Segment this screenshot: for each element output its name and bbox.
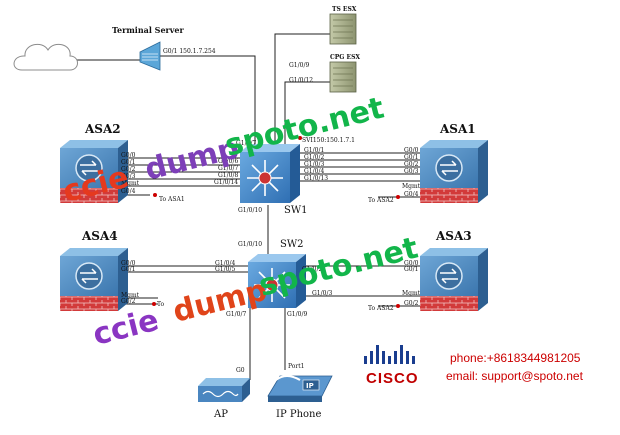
asa2-port-6: G0/4 [121,188,136,195]
sw2-right-port-2: G1/0/3 [312,290,332,297]
sw1-right-port-3: G1/0/3 [304,161,324,168]
ip-phone-icon: IP [267,375,333,402]
asa4-icon [60,248,128,311]
sw1-port-g1012: G1/0/12 [289,77,313,84]
ip-phone-port: Port1 [288,363,305,370]
asa4-port-4: G0/2 [121,298,136,305]
asa1-icon [420,140,488,203]
asa1-port-6: G0/4 [404,191,419,198]
asa3-port-1: G0/0 [404,260,419,267]
terminal-server-port: G0/1 150.1.7.254 [163,48,216,55]
sw1-right-port-5: G1/0/13 [304,175,328,182]
asa3-port-2: G0/1 [404,266,418,273]
asa3-to-asa2: To ASA2 [368,305,394,312]
cisco-logo-text: CISCO [366,370,419,387]
sw1-left-port-2: G1/0/7 [218,165,238,172]
cisco-logo: CISCO [364,345,419,387]
sw2-phone-port: G1/0/9 [287,311,307,318]
sw2-left-port-2: G1/0/5 [215,266,235,273]
sw1-right-port-1: G1/0/1 [304,147,324,154]
sw2-right-port-1: G1/0/2 [302,266,322,273]
links [75,33,420,380]
svi-dot [298,136,302,140]
watermark-dump-2: dump [169,273,270,330]
asa2-port-5: Mgmt [121,180,140,187]
sw1-left-port-3: G1/0/8 [218,172,238,179]
cpg-esx-icon [329,61,357,93]
ts-esx-icon [329,13,357,45]
asa3-icon [420,248,488,311]
link-ts-sw1 [160,55,256,148]
sw1-right-port-4: G1/0/4 [304,168,324,175]
asa2-name: ASA2 [84,122,121,136]
ap-name: AP [213,409,228,420]
ts-esx-name: TS ESX [332,6,357,13]
link-sw1-cpg-esx [284,81,330,148]
asa2-port-1: G0/0 [121,152,136,159]
asa1-to-asa2-dot [396,195,400,199]
sw1-port-g109: G1/0/9 [289,62,309,69]
asa1-port-5: Mgmt [402,183,421,190]
asa4-port-1: G0/0 [121,260,136,267]
svg-text:IP: IP [306,382,314,390]
ap-port: G0 [236,367,245,374]
sw2-port-top: G1/0/10 [238,241,262,248]
link-sw1-ts-esx [274,33,330,148]
terminal-server-icon [139,41,161,71]
asa3-port-4: G0/2 [404,300,419,307]
sw1-name: SW1 [284,205,308,216]
contact-email: email: support@spoto.net [446,369,584,383]
asa4-to-dot [152,302,156,306]
sw1-port-top-left: G1/0/7 [236,140,256,147]
sw1-left-port-1: G1/0/6 [218,158,238,165]
asa2-port-2: G0/1 [121,159,135,166]
asa2-port-4: G0/3 [121,173,136,180]
asa1-port-1: G0/0 [404,147,419,154]
terminal-server-name: Terminal Server [112,25,184,35]
ap-icon [198,378,250,402]
sw1-icon [240,144,300,203]
asa3-name: ASA3 [435,229,472,243]
asa2-port-3: G0/2 [121,166,136,173]
asa1-port-4: G0/3 [404,168,419,175]
cpg-esx-name: CPG ESX [330,54,360,61]
asa2-icon [60,140,128,203]
cisco-bars-icon [364,345,415,364]
asa4-port-3: Mgmt [121,292,140,299]
asa2-to-asa1: To ASA1 [159,196,185,203]
sw2-name: SW2 [280,239,304,250]
sw2-ap-port: G1/0/7 [226,311,246,318]
asa3-to-asa2-dot [396,304,400,308]
asa3-port-3: Mgmt [402,290,421,297]
cloud-icon [13,43,78,71]
asa2-to-asa1-dot [153,193,157,197]
sw2-icon [248,254,306,308]
asa1-name: ASA1 [439,122,476,136]
asa4-to: To [157,301,165,308]
asa4-port-2: G0/1 [121,266,135,273]
ip-phone-name: IP Phone [276,409,321,420]
sw1-port-bottom: G1/0/10 [238,207,262,214]
sw1-left-port-4: G1/0/14 [214,179,238,186]
link-endpoints [152,136,400,308]
sw2-left-port-1: G1/0/4 [215,260,235,267]
asa1-to-asa2: To ASA2 [368,197,394,204]
asa1-port-3: G0/2 [404,161,419,168]
asa1-port-2: G0/1 [404,154,418,161]
contact-phone: phone:+8618344981205 [450,351,581,365]
asa4-name: ASA4 [81,229,118,243]
sw1-right-port-2: G1/0/2 [304,154,324,161]
sw1-svi: SVI150:150.1.7.1 [302,137,355,144]
